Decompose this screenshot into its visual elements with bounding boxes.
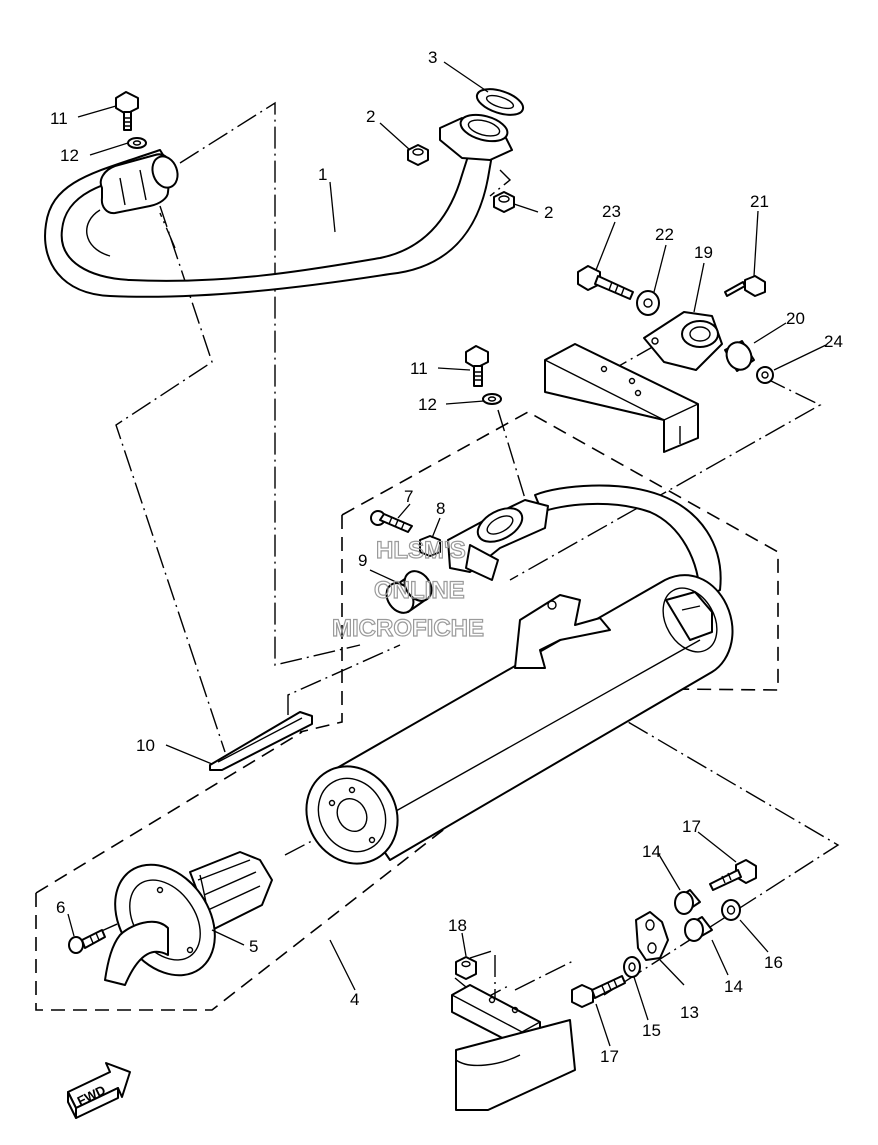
callout-23: 23 <box>602 202 621 221</box>
washer-middle <box>482 393 502 405</box>
joint-pipe <box>534 484 722 601</box>
washer-right <box>756 366 774 384</box>
washer-lower-right <box>721 899 741 921</box>
washer-thick <box>636 290 660 316</box>
spark-arrester <box>104 851 273 986</box>
bolt-short <box>724 275 766 297</box>
watermark-line-2: ONLINE <box>374 577 465 604</box>
callout-11-middle: 11 <box>410 359 428 378</box>
pipe-clamp <box>447 499 549 581</box>
watermark-line-3: MICROFICHE <box>332 615 484 642</box>
watermark-line-1: HLSM'S <box>376 537 466 564</box>
washer-upper-left <box>127 137 147 149</box>
frame-bracket-lower <box>451 984 576 1111</box>
watermark: HLSM'S ONLINE MICROFICHE <box>331 536 484 642</box>
connector-sleeve <box>385 570 433 614</box>
callout-17-upper: 17 <box>682 817 701 836</box>
forward-direction-arrow: FWD <box>67 1062 131 1119</box>
muffler-gasket <box>209 711 313 771</box>
dashed-outline-muffler-assembly <box>35 731 566 1011</box>
callout-1: 1 <box>318 165 327 184</box>
bolt-upper-left <box>115 91 139 131</box>
callout-2-upper: 2 <box>366 107 375 126</box>
flange-nut-upper <box>407 144 429 166</box>
callout-14-upper: 14 <box>642 842 661 861</box>
end-cap-bolt <box>68 929 106 954</box>
muffler-bracket <box>643 311 723 371</box>
callout-5: 5 <box>249 937 258 956</box>
callout-2-lower: 2 <box>544 203 553 222</box>
callout-9: 9 <box>358 551 367 570</box>
callout-24: 24 <box>824 332 843 351</box>
long-bolt-lower <box>709 859 757 891</box>
leader-lines <box>67 61 827 1047</box>
callout-6: 6 <box>56 898 65 917</box>
frame-bracket-upper <box>544 343 699 453</box>
collar-upper <box>674 889 701 915</box>
callout-18: 18 <box>448 916 467 935</box>
callout-3: 3 <box>428 48 437 67</box>
callout-19: 19 <box>694 243 713 262</box>
callout-22: 22 <box>655 225 674 244</box>
callout-20: 20 <box>786 309 805 328</box>
flange-nut-lower <box>493 191 515 213</box>
bolt-long <box>577 265 634 300</box>
muffler-body <box>305 574 734 865</box>
callout-16: 16 <box>764 953 783 972</box>
callout-10: 10 <box>136 736 155 755</box>
lower-nut <box>455 956 477 980</box>
rubber-damper <box>635 911 669 961</box>
dashed-outline-mid-clamp <box>299 411 779 733</box>
callout-7: 7 <box>404 487 413 506</box>
lower-washer <box>623 956 641 978</box>
clamp-bolt <box>370 510 413 533</box>
collar-lower <box>684 916 713 942</box>
gasket <box>475 88 525 116</box>
clamp-nut <box>419 535 441 557</box>
callout-13: 13 <box>680 1003 699 1022</box>
rubber-collar <box>724 340 755 372</box>
callout-17-lower: 17 <box>600 1047 619 1066</box>
callout-8: 8 <box>436 499 445 518</box>
callout-labels: 1 2 2 3 11 12 23 22 21 19 20 24 11 12 7 … <box>50 48 843 1066</box>
exhaust-pipe <box>44 113 513 298</box>
callout-4: 4 <box>350 990 359 1009</box>
callout-12-upper: 12 <box>60 146 79 165</box>
bolt-middle <box>465 345 489 387</box>
callout-14-lower: 14 <box>724 977 743 996</box>
lower-bolt <box>571 975 626 1008</box>
callout-11-upper: 11 <box>50 109 68 128</box>
callout-15: 15 <box>642 1021 661 1040</box>
callout-12-middle: 12 <box>418 395 437 414</box>
callout-21: 21 <box>750 192 769 211</box>
